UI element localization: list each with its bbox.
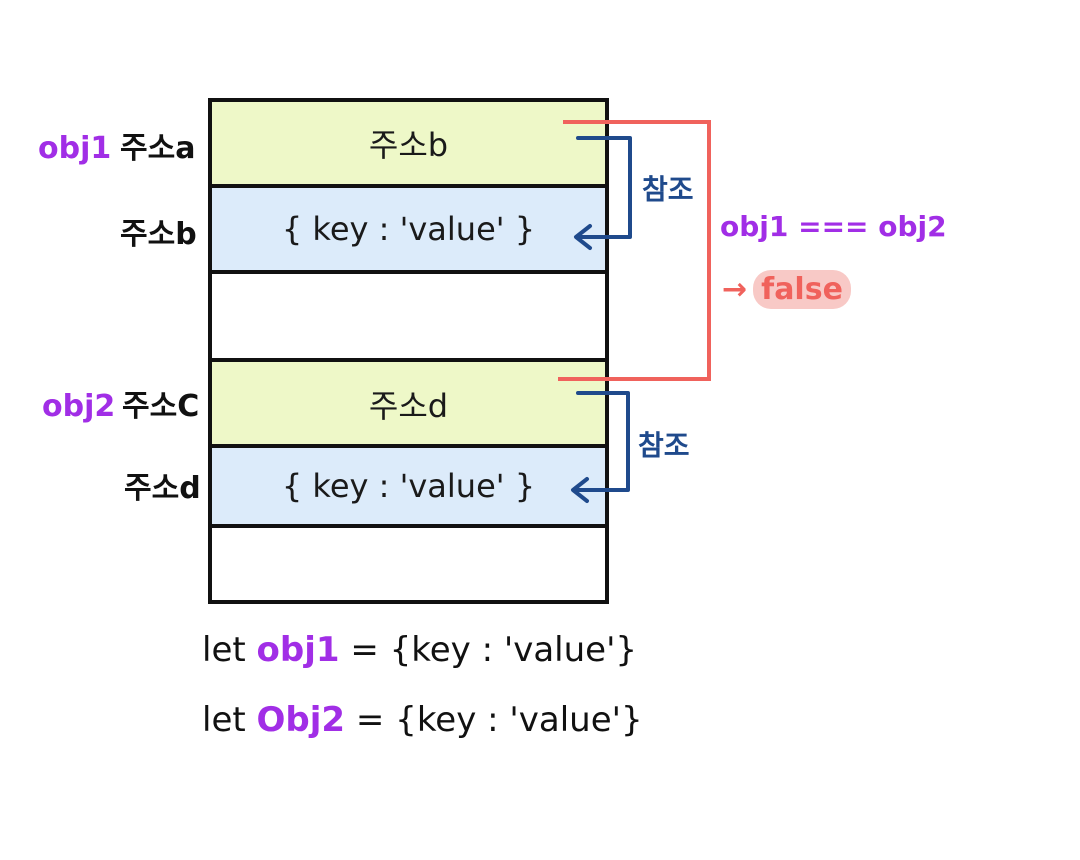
memory-cell-empty-2 [210,526,607,602]
memory-cell-object-b: { key : 'value' } [210,186,607,272]
code-line-2: let Obj2 = {key : 'value'} [202,700,643,740]
compare-bracket [558,120,711,381]
obj1-label: obj1 [38,131,112,166]
code-keyword: let [202,630,246,670]
memory-block-outline [208,98,609,604]
false-badge: false [753,270,851,309]
reference-label-1: 참조 [642,173,694,206]
reference-arrow-2 [571,391,630,503]
code-variable: Obj2 [256,700,346,740]
obj2-label: obj2 [42,389,116,424]
reference-arrow-1 [574,136,632,250]
code-variable: obj1 [256,630,340,670]
comparison-result: → false [722,270,851,309]
reference-label-2: 참조 [638,429,690,462]
code-value: = {key : 'value'} [350,630,638,670]
memory-cell-object-d: { key : 'value' } [210,446,607,526]
comparison-expression: obj1 === obj2 [720,210,947,243]
memory-cell-pointer-b: 주소b [210,100,607,186]
code-value: = {key : 'value'} [355,700,643,740]
address-d-label: 주소d [124,471,201,506]
address-a-label: 주소a [120,131,196,166]
address-c-label: 주소C [122,389,200,424]
code-line-1: let obj1 = {key : 'value'} [202,630,637,670]
result-arrow: → [722,272,748,307]
code-keyword: let [202,700,246,740]
address-b-label: 주소b [120,217,197,252]
memory-cell-pointer-d: 주소d [210,362,607,446]
memory-cell-empty-1 [210,272,607,360]
